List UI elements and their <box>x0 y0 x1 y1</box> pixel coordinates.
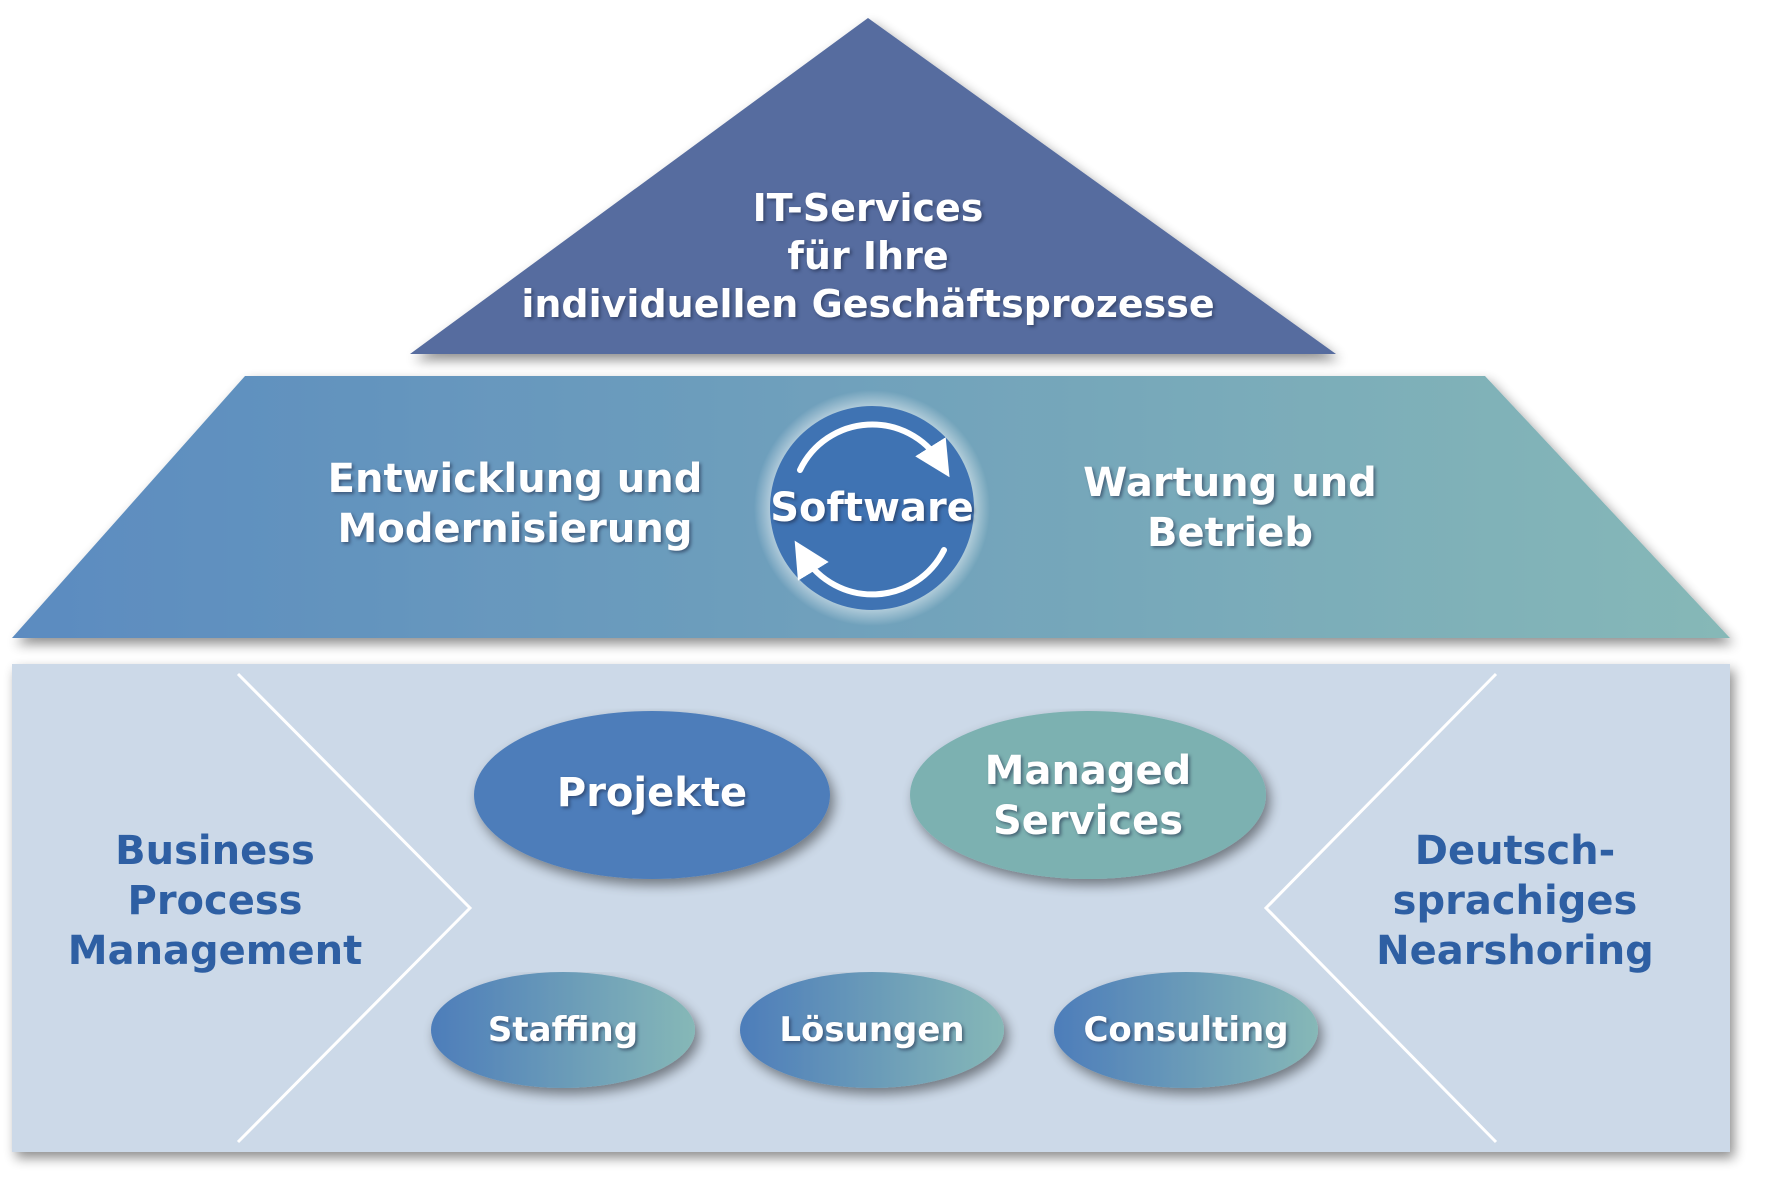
oval-managed-services <box>910 711 1266 879</box>
maintenance-line-1: Wartung und <box>1083 460 1377 506</box>
bpm-label: Business Process Management <box>40 826 390 976</box>
staffing-label: Staffing <box>487 1010 639 1050</box>
left-chevron <box>236 672 473 1144</box>
development-label: Entwicklung und Modernisierung <box>290 454 740 554</box>
nearshoring-label: Deutsch- sprachiges Nearshoring <box>1340 826 1690 976</box>
roof-line-1: IT-Services <box>752 186 984 230</box>
development-line-2: Modernisierung <box>337 506 693 552</box>
nearshoring-line-3: Nearshoring <box>1376 928 1654 974</box>
bpm-line-1: Business <box>115 828 315 874</box>
oval-projekte <box>474 711 830 879</box>
projekte-label: Projekte <box>556 770 748 816</box>
roof-triangle <box>410 18 1336 354</box>
managed-services-label: Managed Services <box>928 746 1248 846</box>
software-label: Software <box>770 485 974 531</box>
roof-label: IT-Services für Ihre individuellen Gesch… <box>468 184 1268 328</box>
maintenance-line-2: Betrieb <box>1147 510 1313 556</box>
roof-line-2: für Ihre <box>787 234 949 278</box>
consulting-label: Consulting <box>1083 1010 1289 1050</box>
managed-services-line-1: Managed <box>984 748 1192 794</box>
loesungen-label: Lösungen <box>779 1010 965 1050</box>
nearshoring-line-1: Deutsch- <box>1414 828 1616 874</box>
development-line-1: Entwicklung und <box>327 456 703 502</box>
oval-consulting <box>1054 972 1318 1088</box>
maintenance-label: Wartung und Betrieb <box>1020 458 1440 558</box>
right-chevron <box>1263 672 1498 1144</box>
nearshoring-line-2: sprachiges <box>1392 878 1638 924</box>
bpm-line-2: Process <box>127 878 303 924</box>
roof-line-3: individuellen Geschäftsprozesse <box>521 282 1215 326</box>
oval-staffing <box>431 972 695 1088</box>
bpm-line-3: Management <box>67 928 363 974</box>
oval-loesungen <box>740 972 1004 1088</box>
circular-arrows-icon <box>794 421 950 598</box>
managed-services-line-2: Services <box>992 798 1184 844</box>
